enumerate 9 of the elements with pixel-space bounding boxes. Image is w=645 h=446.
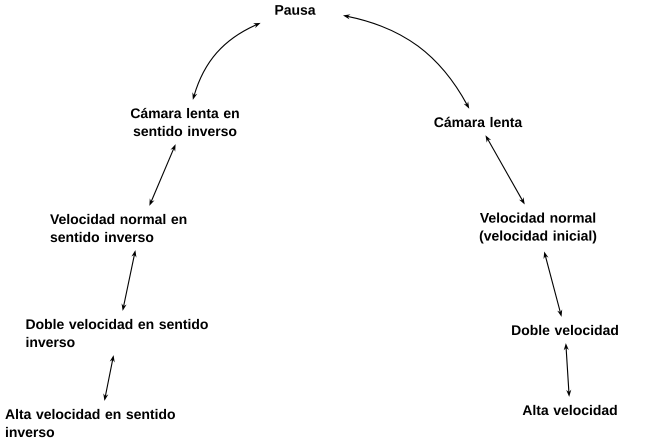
state-label: Cámara lenta (434, 116, 522, 128)
state-label: Cámara lenta en sentido inverso (130, 108, 239, 136)
state-label: Doble velocidad (512, 324, 618, 336)
state-label: Velocidad normal en sentido inverso (50, 214, 186, 242)
state-label: Velocidad normal (velocidad inicial) (480, 212, 596, 244)
state-label: Alta velocidad en sentido inverso (5, 408, 175, 438)
state-label: Doble velocidad en sentido inverso (26, 318, 208, 348)
state-label: Pausa (275, 5, 316, 15)
state-label: Alta velocidad (522, 404, 617, 416)
